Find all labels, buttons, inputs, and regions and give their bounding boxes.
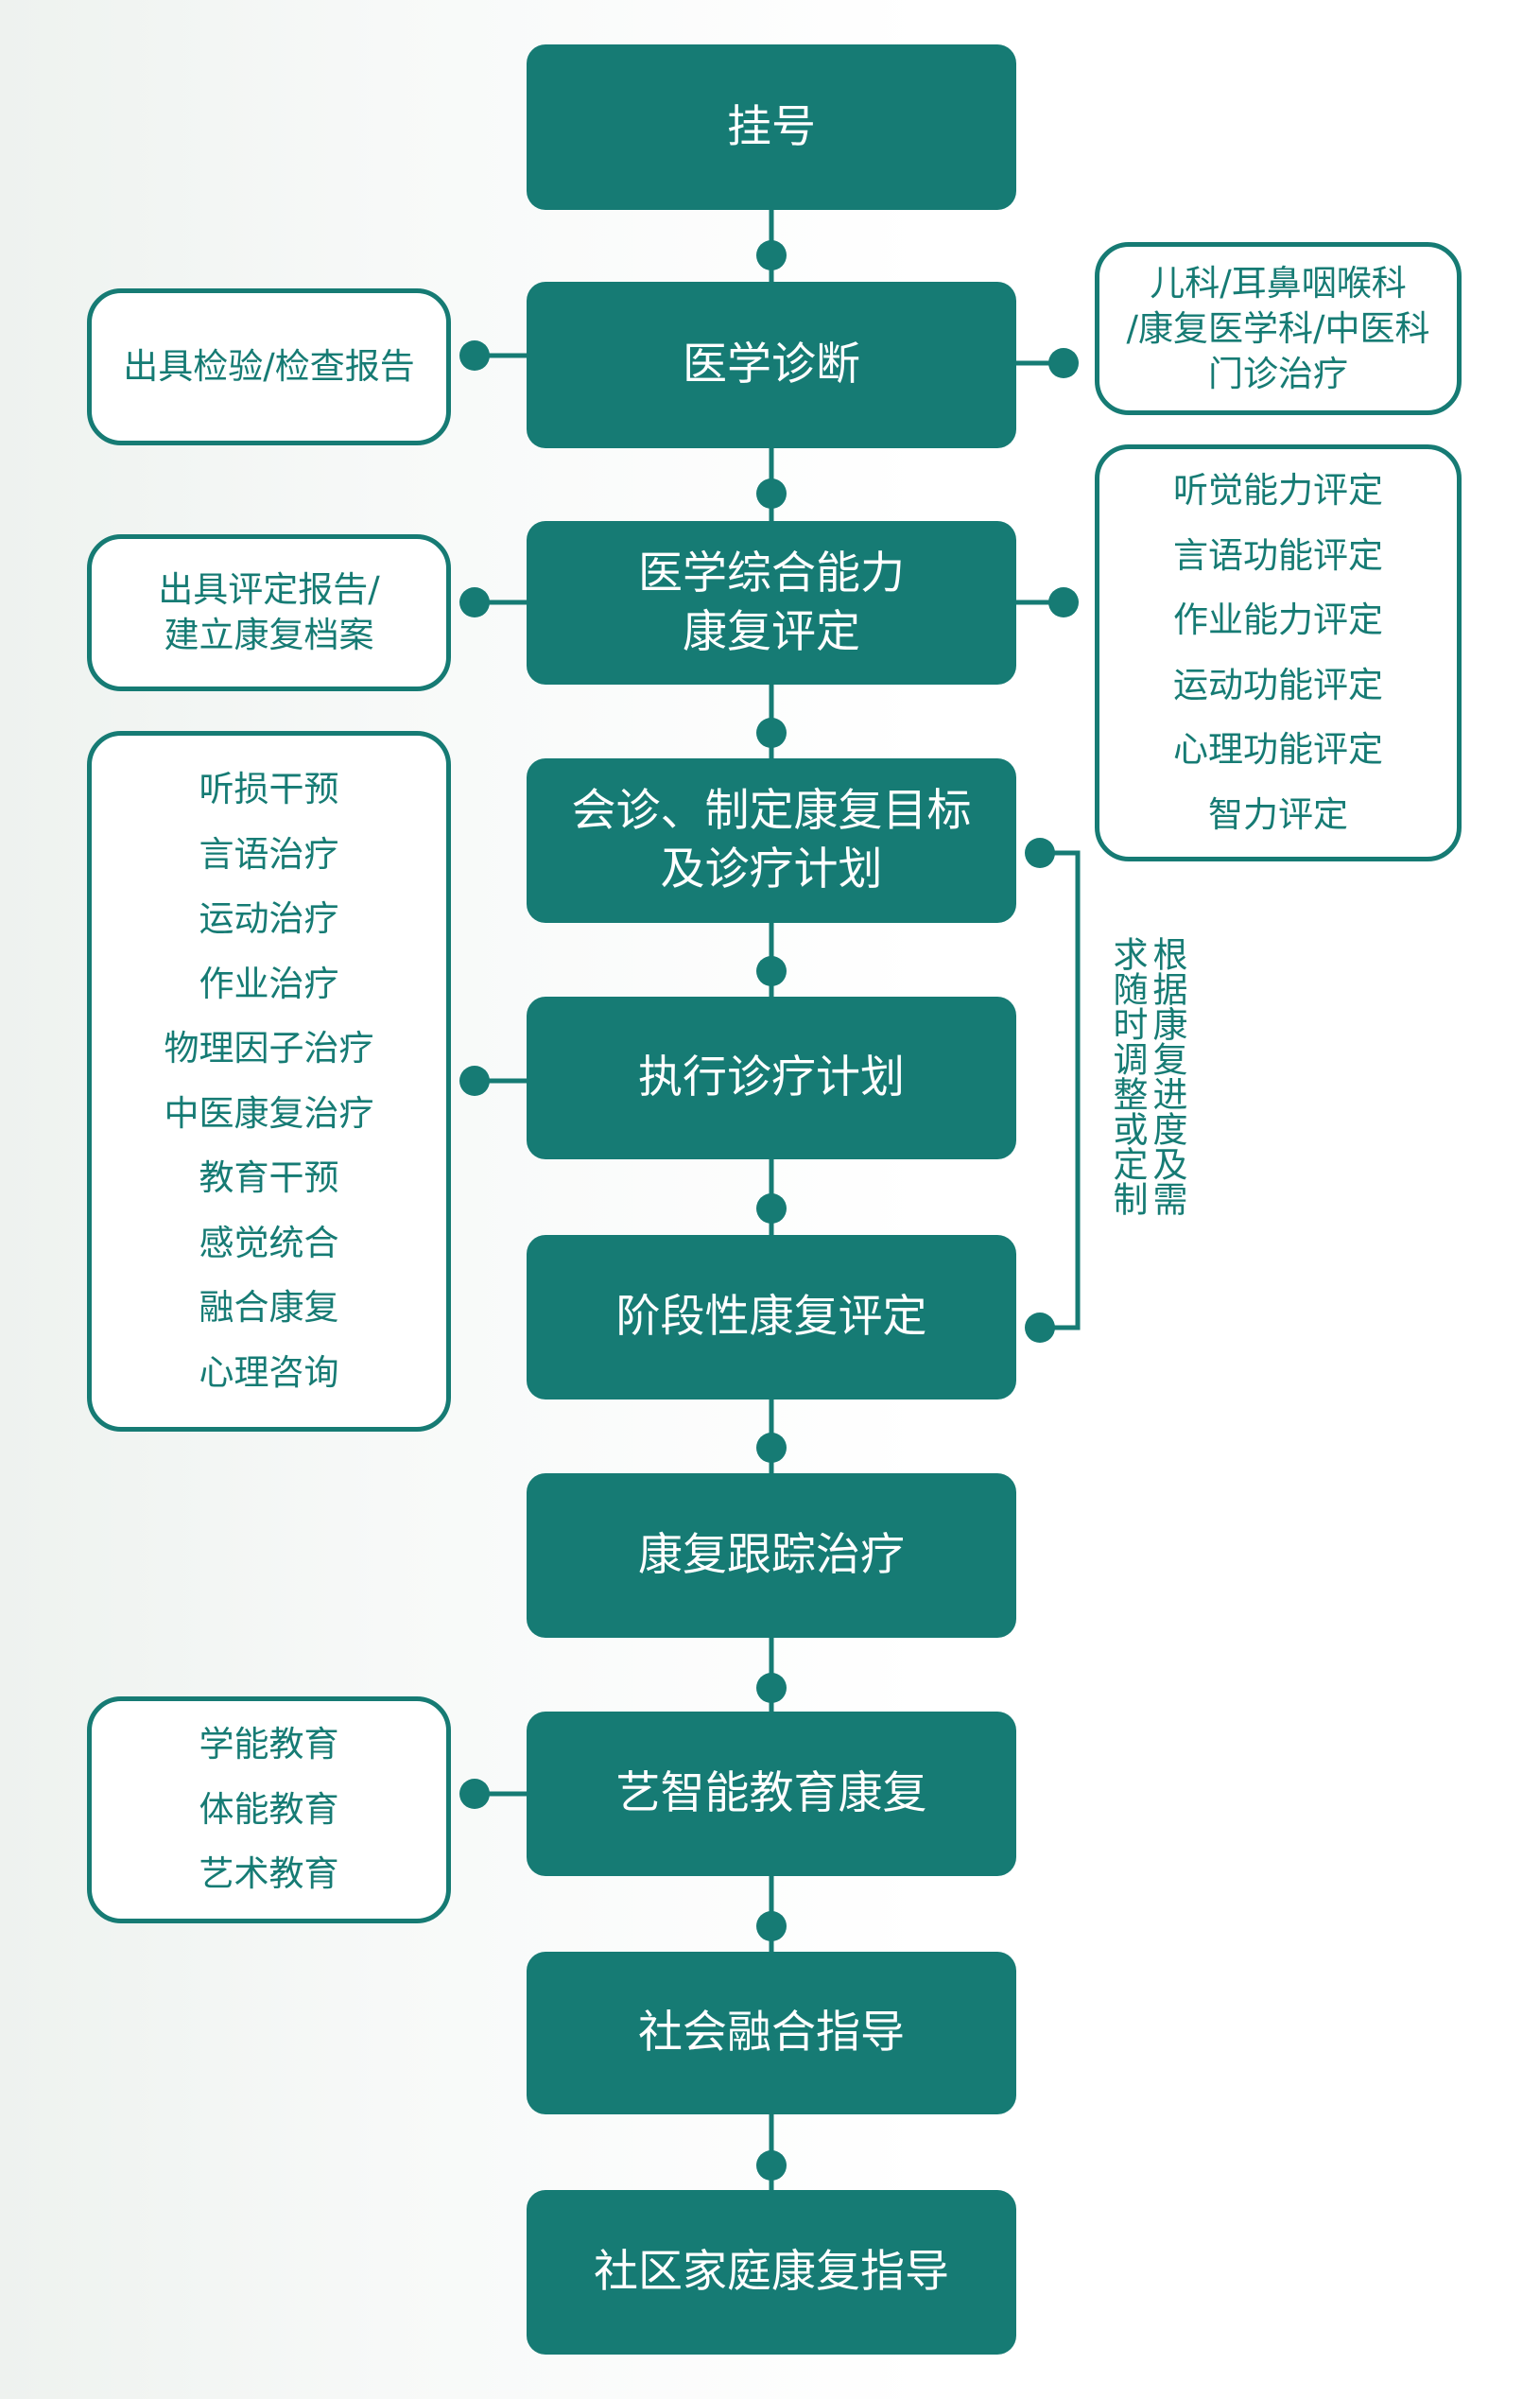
step-education-rehab-label: 艺智能教育康复 — [615, 1767, 927, 1819]
step-social-integration-label: 社会融合指导 — [638, 2007, 905, 2059]
step-registration: 挂号 — [527, 44, 1016, 210]
box-assessment-report: 出具评定报告/ 建立康复档案 — [87, 534, 451, 691]
step-comprehensive-assessment-label: 医学综合能力 康复评定 — [638, 547, 905, 658]
box-assessment-items: 听觉能力评定 言语功能评定 作业能力评定 运动功能评定 心理功能评定 智力评定 — [1095, 444, 1462, 861]
step-education-rehab: 艺智能教育康复 — [527, 1712, 1016, 1876]
list-item: 心理咨询 — [199, 1351, 339, 1393]
box-diagnosis-reports-text: 出具检验/检查报告 — [123, 346, 415, 387]
list-item: 中医康复治疗 — [164, 1092, 374, 1134]
step-community-family-rehab: 社区家庭康复指导 — [527, 2190, 1016, 2355]
list-item: 运动治疗 — [199, 898, 339, 939]
step-comprehensive-assessment: 医学综合能力 康复评定 — [527, 521, 1016, 685]
list-item: 听觉能力评定 — [1173, 470, 1383, 511]
list-item: 听损干预 — [199, 769, 339, 809]
step-medical-diagnosis-label: 医学诊断 — [683, 339, 860, 391]
list-item: 言语功能评定 — [1173, 534, 1383, 576]
list-item: 感觉统合 — [199, 1222, 339, 1263]
list-item: 融合康复 — [199, 1287, 339, 1328]
step-follow-up-treatment: 康复跟踪治疗 — [527, 1473, 1016, 1638]
list-item: 心理功能评定 — [1173, 729, 1383, 770]
step-execute-plan-label: 执行诊疗计划 — [638, 1052, 905, 1104]
list-item: 学能教育 — [199, 1724, 339, 1765]
list-item: 艺术教育 — [199, 1853, 339, 1895]
list-item: 体能教育 — [199, 1788, 339, 1830]
list-item: 作业治疗 — [199, 963, 339, 1004]
list-item: 运动功能评定 — [1173, 664, 1383, 705]
step-follow-up-treatment-label: 康复跟踪治疗 — [638, 1529, 905, 1581]
step-registration-label: 挂号 — [727, 100, 816, 153]
list-item: 作业能力评定 — [1173, 600, 1383, 640]
step-stage-assessment-label: 阶段性康复评定 — [615, 1291, 927, 1343]
box-diagnosis-reports: 出具检验/检查报告 — [87, 288, 451, 445]
step-consultation-plan-label: 会诊、制定康复目标 及诊疗计划 — [571, 785, 972, 895]
list-item: 物理因子治疗 — [164, 1028, 374, 1069]
loop-note: 根据康复进度及需 求随时调整或定制 — [1107, 936, 1187, 1216]
box-outpatient-departments-text: 儿科/耳鼻咽喉科 /康复医学科/中医科 门诊治疗 — [1126, 262, 1430, 394]
list-item: 智力评定 — [1208, 793, 1348, 835]
box-assessment-report-text: 出具评定报告/ 建立康复档案 — [158, 569, 380, 655]
list-item: 言语治疗 — [199, 833, 339, 875]
step-community-family-rehab-label: 社区家庭康复指导 — [594, 2246, 949, 2298]
box-treatment-items: 听损干预 言语治疗 运动治疗 作业治疗 物理因子治疗 中医康复治疗 教育干预 感… — [87, 731, 451, 1432]
list-item: 教育干预 — [199, 1157, 339, 1198]
box-education-items: 学能教育 体能教育 艺术教育 — [87, 1696, 451, 1923]
step-medical-diagnosis: 医学诊断 — [527, 282, 1016, 448]
step-consultation-plan: 会诊、制定康复目标 及诊疗计划 — [527, 758, 1016, 923]
step-stage-assessment: 阶段性康复评定 — [527, 1235, 1016, 1399]
step-execute-plan: 执行诊疗计划 — [527, 997, 1016, 1159]
step-social-integration: 社会融合指导 — [527, 1952, 1016, 2114]
box-outpatient-departments: 儿科/耳鼻咽喉科 /康复医学科/中医科 门诊治疗 — [1095, 242, 1462, 415]
